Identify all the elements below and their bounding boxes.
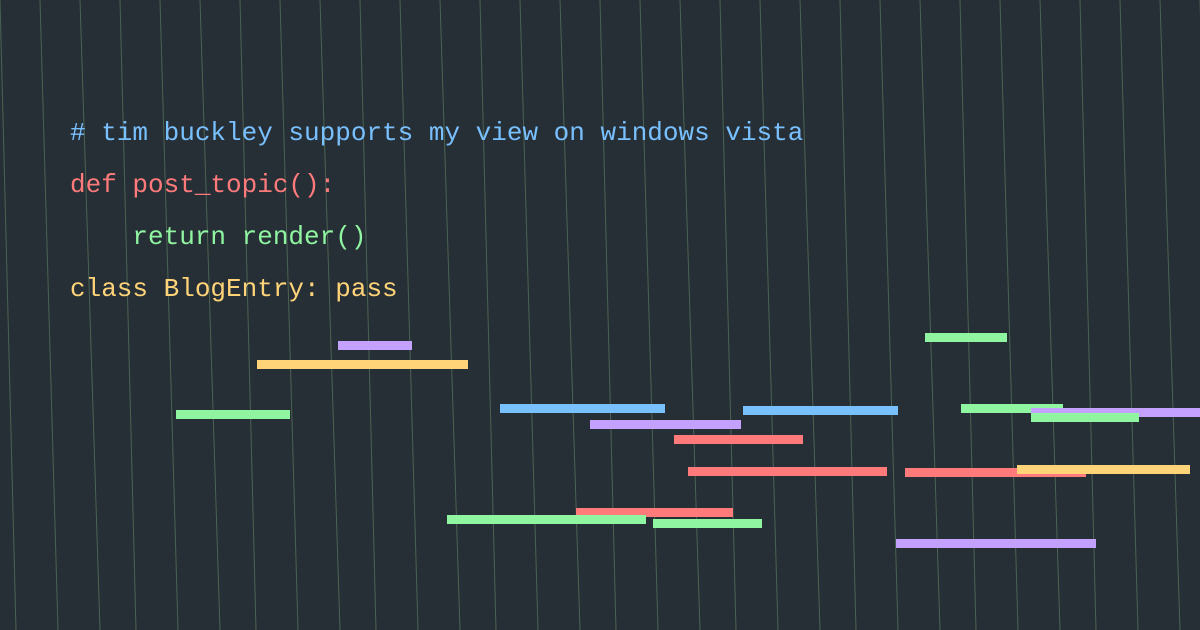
code-return-line: return render() — [70, 222, 367, 252]
guide-line — [559, 0, 581, 630]
decorative-bar — [961, 404, 1063, 413]
guide-line — [319, 0, 341, 630]
code-class-line: class BlogEntry: pass — [70, 274, 398, 304]
decorative-bar — [176, 410, 290, 419]
guide-line — [839, 0, 857, 630]
guide-line — [119, 0, 137, 630]
guide-line — [79, 0, 101, 630]
decorative-bar — [338, 341, 412, 350]
decorative-bar — [653, 519, 762, 528]
decorative-bar — [590, 420, 741, 429]
decorative-bar — [905, 468, 1086, 477]
guide-line — [159, 0, 179, 630]
decorative-bar — [688, 467, 887, 476]
guide-line — [1039, 0, 1061, 630]
guide-line — [479, 0, 497, 630]
guide-line — [879, 0, 899, 630]
code-def-line: def post_topic(): — [70, 170, 336, 200]
guide-line — [279, 0, 299, 630]
guide-line — [199, 0, 221, 630]
decorative-bar — [896, 539, 1096, 548]
decorative-bar — [1031, 408, 1200, 417]
guide-line — [359, 0, 377, 630]
decorative-bar — [743, 406, 898, 415]
guide-line — [399, 0, 419, 630]
guide-line — [639, 0, 659, 630]
guide-line — [239, 0, 257, 630]
decorative-bar — [447, 515, 646, 524]
guide-line — [0, 0, 17, 630]
guide-line — [1119, 0, 1139, 630]
decorative-bar — [500, 404, 665, 413]
guide-line — [599, 0, 617, 630]
guide-line — [39, 0, 59, 630]
decorative-bar — [257, 360, 468, 369]
guide-line — [759, 0, 779, 630]
guide-line — [1079, 0, 1097, 630]
decorative-bar — [1017, 465, 1190, 474]
guide-line — [679, 0, 701, 630]
guide-line — [959, 0, 977, 630]
decorative-bar — [1031, 413, 1139, 422]
guide-line — [799, 0, 821, 630]
decorative-bar — [674, 435, 803, 444]
guide-line — [919, 0, 941, 630]
guide-line — [439, 0, 461, 630]
guide-line — [719, 0, 737, 630]
code-comment-line: # tim buckley supports my view on window… — [70, 118, 804, 148]
guide-line — [519, 0, 539, 630]
decorative-bar — [576, 508, 733, 517]
guide-line — [1159, 0, 1181, 630]
decorative-bar — [925, 333, 1007, 342]
guide-line — [999, 0, 1019, 630]
